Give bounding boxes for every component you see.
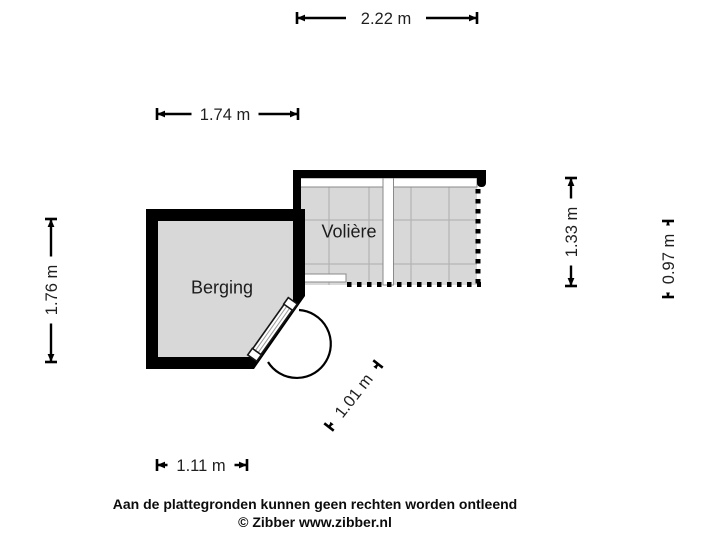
dimension-label-box bbox=[191, 101, 259, 127]
room-voliere: Volière bbox=[293, 170, 486, 287]
room-label-voliere: Volière bbox=[321, 221, 376, 241]
voliere-floor-tile-grid bbox=[300, 187, 477, 285]
door-leaf-inner-line bbox=[255, 304, 293, 357]
dimension-top-width: 2.22 m bbox=[295, 5, 479, 31]
room-berging: Berging bbox=[146, 209, 332, 380]
dimension-left-height: 1.76 m bbox=[38, 217, 64, 364]
dimension-label: 0.97 m bbox=[660, 234, 678, 284]
dimension-label-box bbox=[655, 225, 681, 293]
dimension-upper-width: 1.74 m bbox=[155, 101, 300, 127]
dimension-label: 1.74 m bbox=[200, 106, 250, 124]
door-hinge-block bbox=[282, 296, 299, 312]
dimension-bottom-width: 1.11 m bbox=[155, 452, 249, 478]
voliere-center-post bbox=[382, 177, 394, 286]
voliere-low-wall-segment bbox=[300, 273, 347, 283]
dimension-right-height: 1.33 m bbox=[558, 176, 584, 288]
room-label-berging: Berging bbox=[191, 277, 253, 297]
dimension-label: 2.22 m bbox=[361, 10, 411, 28]
dimension-label-box bbox=[324, 362, 383, 429]
voliere-wall-end-cap bbox=[477, 170, 486, 187]
footer: Aan de plattegronden kunnen geen rechten… bbox=[0, 496, 630, 531]
dimension-label: 1.11 m bbox=[176, 457, 225, 475]
berging-door bbox=[246, 296, 332, 380]
footer-disclaimer: Aan de plattegronden kunnen geen rechten… bbox=[112, 496, 518, 512]
dimension-label-box bbox=[558, 198, 584, 266]
dimension-label: 1.33 m bbox=[563, 207, 581, 257]
footer-credit: © Zibber www.zibber.nl bbox=[238, 513, 392, 530]
voliere-top-wall bbox=[293, 170, 486, 178]
dimension-label-box bbox=[167, 452, 235, 478]
dimension-label-box bbox=[38, 256, 64, 324]
door-leaf-inner-line bbox=[252, 302, 290, 355]
dimension-far-right-height: 0.97 m bbox=[655, 219, 681, 299]
dimension-label: 1.76 m bbox=[43, 265, 61, 315]
voliere-left-wall bbox=[293, 170, 301, 215]
berging-floor bbox=[158, 221, 293, 357]
dimension-label-box bbox=[346, 5, 426, 31]
dimension-door-diagonal: 1.01 m bbox=[323, 359, 384, 432]
door-hinge-block bbox=[246, 347, 263, 363]
